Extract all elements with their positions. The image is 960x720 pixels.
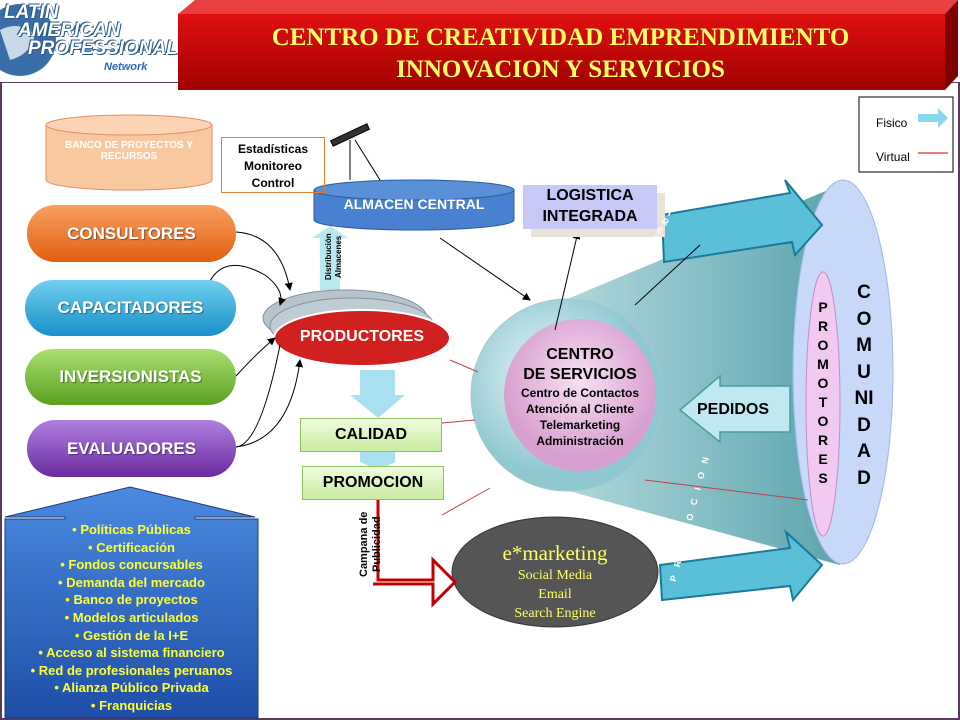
comunidad-label: COMUNIDAD bbox=[854, 282, 874, 489]
productores: PRODUCTORES bbox=[299, 328, 425, 345]
list-item: • Alianza Público Privada bbox=[54, 680, 209, 696]
legend-virtual: Virtual bbox=[876, 150, 910, 164]
capacitadores-pill: CAPACITADORES bbox=[25, 280, 236, 336]
support-list: • Políticas Públicas • Certificación • F… bbox=[5, 521, 258, 715]
calidad-box: CALIDAD bbox=[300, 418, 442, 452]
inversionistas-pill: INVERSIONISTAS bbox=[25, 349, 236, 405]
promocion-box: PROMOCION bbox=[302, 466, 444, 500]
list-item: • Modelos articulados bbox=[64, 609, 199, 625]
service-cone bbox=[565, 185, 840, 565]
list-item: • Acceso al sistema financiero bbox=[38, 645, 225, 661]
legend-fisico: Fisico bbox=[876, 116, 908, 130]
banco-proyectos: BANCO DE PROYECTOS Y RECURSOS bbox=[65, 140, 193, 162]
banner bbox=[178, 14, 945, 90]
list-item: • Políticas Públicas bbox=[72, 522, 191, 537]
list-item: • Gestión de la I+E bbox=[74, 627, 189, 643]
list-item: • Banco de proyectos bbox=[65, 592, 198, 608]
list-item: • Franquicias bbox=[90, 697, 173, 713]
list-item: • Certificación bbox=[88, 539, 175, 555]
list-item: • Demanda del mercado bbox=[58, 574, 205, 590]
banner-top bbox=[178, 0, 958, 14]
list-item: • Red de profesionales peruanos bbox=[30, 662, 233, 678]
almacen-central: ALMACEN CENTRAL bbox=[343, 196, 485, 212]
promotores-label: PROMOTORES bbox=[817, 299, 829, 486]
list-item: • Fondos concursables bbox=[60, 557, 203, 573]
fisico-arrow-icon bbox=[918, 108, 948, 128]
satellite-icon bbox=[329, 123, 381, 181]
evaluadores-pill: EVALUADORES bbox=[27, 420, 236, 477]
pedidos-label: PEDIDOS bbox=[697, 401, 770, 418]
consultores-pill: CONSULTORES bbox=[27, 205, 236, 262]
